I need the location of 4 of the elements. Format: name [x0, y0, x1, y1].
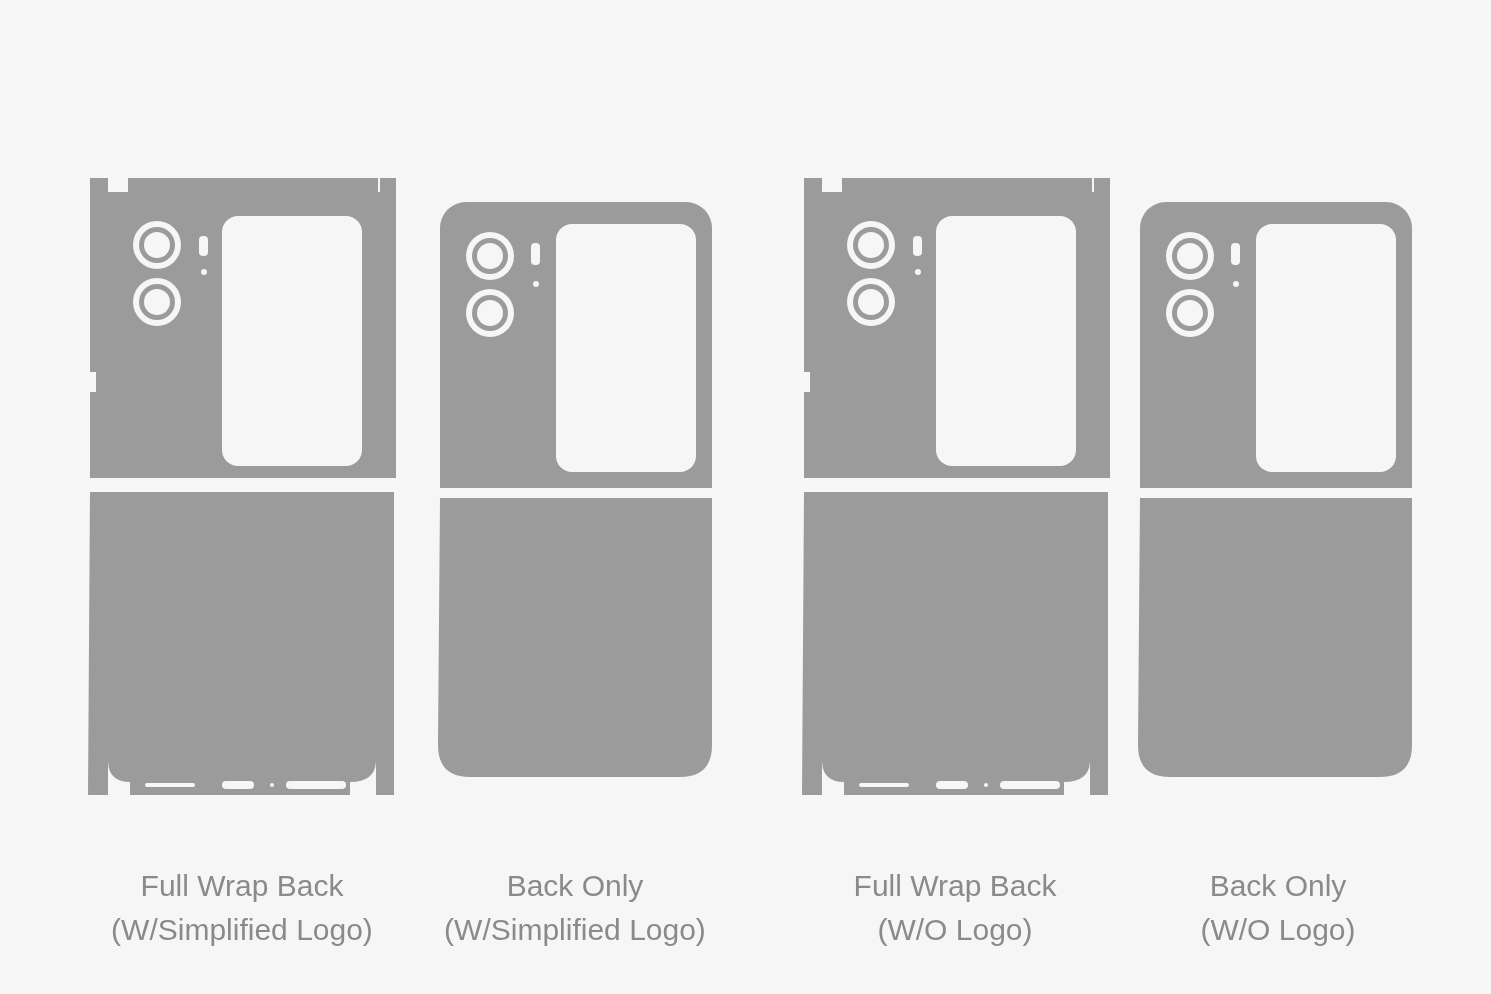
- caption: Full Wrap Back (W/O Logo): [852, 868, 1058, 948]
- caption: Back Only (W/O Logo): [1199, 868, 1357, 948]
- caption: Full Wrap Back (W/Simplified Logo): [110, 868, 374, 948]
- caption: Back Only (W/Simplified Logo): [443, 868, 707, 948]
